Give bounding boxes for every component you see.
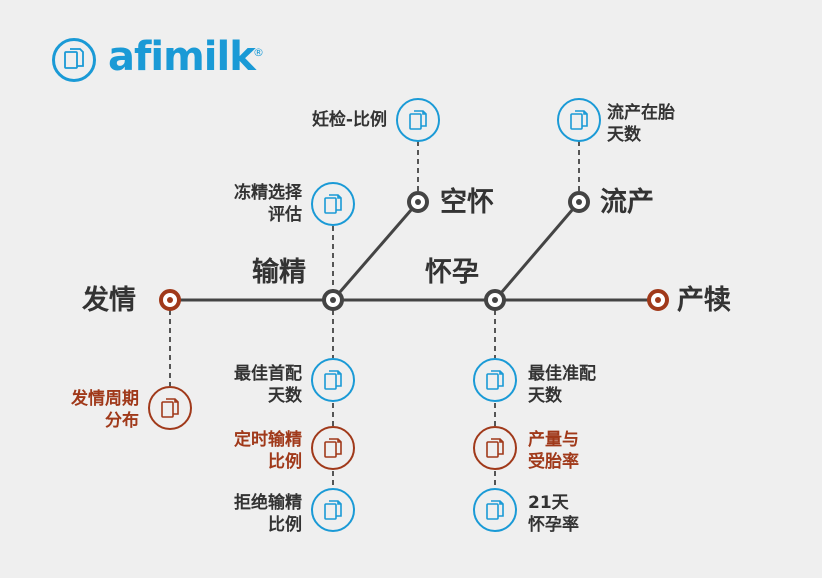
- label-first-service: 最佳首配天数: [234, 364, 302, 406]
- branch-abortion: [493, 201, 581, 301]
- report-yield-conception-icon[interactable]: [473, 426, 517, 470]
- label-abortion-days: 流产在胎天数: [607, 103, 675, 145]
- stage-open: 空怀: [440, 187, 494, 218]
- label-pregcheck: 妊检-比例: [311, 110, 387, 130]
- report-abortion-days-icon[interactable]: [557, 98, 601, 142]
- stage-abortion: 流产: [600, 187, 654, 218]
- report-timed-ai-icon[interactable]: [311, 426, 355, 470]
- branch-open: [331, 201, 420, 301]
- label-timed-ai: 定时输精比例: [234, 430, 302, 472]
- stage-estrus: 发情: [82, 285, 136, 316]
- report-semen-eval-icon[interactable]: [311, 182, 355, 226]
- label-heat-cycle: 发情周期分布: [71, 389, 139, 431]
- label-semen-eval: 冻精选择评估: [234, 183, 302, 225]
- label-best-breeding: 最佳准配天数: [528, 364, 596, 406]
- report-best-breeding-icon[interactable]: [473, 358, 517, 402]
- report-pregcheck-icon[interactable]: [396, 98, 440, 142]
- label-yield-conception: 产量与受胎率: [528, 430, 579, 472]
- brand-name: afimilk: [108, 34, 256, 80]
- report-first-service-icon[interactable]: [311, 358, 355, 402]
- label-21d-pregnancy: 21天怀孕率: [528, 493, 579, 535]
- stage-pregnancy: 怀孕: [425, 257, 479, 288]
- label-refused-ai: 拒绝输精比例: [234, 493, 302, 535]
- stage-calving: 产犊: [677, 285, 731, 316]
- logo-document-icon: [52, 38, 96, 82]
- report-21d-pregnancy-icon[interactable]: [473, 488, 517, 532]
- brand-reg-mark: ®: [253, 46, 264, 59]
- report-heat-cycle-icon[interactable]: [148, 386, 192, 430]
- report-refused-ai-icon[interactable]: [311, 488, 355, 532]
- stage-insemination: 输精: [252, 257, 306, 288]
